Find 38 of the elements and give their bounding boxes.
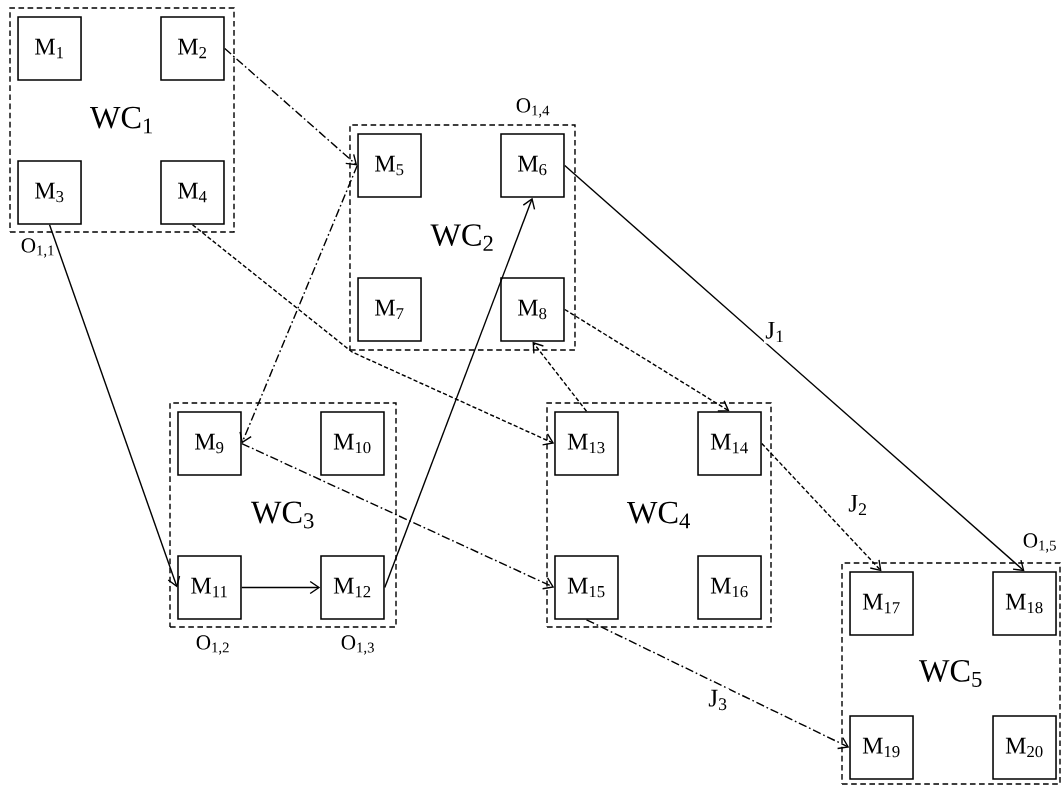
machine-box: M$_{2}$ bbox=[160, 16, 225, 81]
arrow bbox=[761, 442, 882, 572]
machine-box: M$_{6}$ bbox=[500, 133, 565, 198]
machine-box: M$_{1}$ bbox=[17, 16, 82, 81]
machine-box: M$_{5}$ bbox=[357, 133, 422, 198]
operation-label: O$_{1,4}$ bbox=[516, 98, 550, 118]
machine-box: M$_{18}$ bbox=[992, 571, 1057, 636]
edge-label: J$_{3}$ bbox=[706, 688, 730, 712]
arrow bbox=[239, 164, 358, 444]
machine-box: M$_{3}$ bbox=[17, 160, 82, 225]
arrow bbox=[241, 580, 321, 595]
machine-box: M$_{8}$ bbox=[500, 277, 565, 342]
arrow bbox=[564, 164, 1025, 572]
arrow bbox=[532, 341, 588, 412]
edge-label: J$_{2}$ bbox=[846, 493, 870, 517]
machine-box: M$_{11}$ bbox=[177, 555, 242, 620]
machine-box: M$_{15}$ bbox=[554, 555, 619, 620]
machine-box: M$_{20}$ bbox=[992, 715, 1057, 780]
machine-box: M$_{17}$ bbox=[849, 571, 914, 636]
machine-box: M$_{7}$ bbox=[357, 277, 422, 342]
machine-box: M$_{13}$ bbox=[554, 411, 619, 476]
operation-label: O$_{1,2}$ bbox=[196, 635, 229, 655]
machine-box: M$_{9}$ bbox=[177, 411, 242, 476]
arrow bbox=[48, 224, 181, 588]
arrow bbox=[224, 47, 358, 166]
arrow bbox=[585, 619, 850, 750]
operation-label: O$_{1,1}$ bbox=[21, 238, 54, 258]
operation-label: O$_{1,5}$ bbox=[1023, 533, 1056, 553]
machine-box: M$_{14}$ bbox=[697, 411, 762, 476]
machine-box: M$_{16}$ bbox=[697, 555, 762, 620]
machine-box: M$_{12}$ bbox=[320, 555, 385, 620]
edge-label: J$_{1}$ bbox=[763, 320, 787, 344]
arrow bbox=[191, 224, 555, 446]
machine-box: M$_{4}$ bbox=[160, 160, 225, 225]
operation-label: O$_{1,3}$ bbox=[341, 635, 374, 655]
arrow bbox=[241, 442, 555, 590]
machine-box: M$_{10}$ bbox=[320, 411, 385, 476]
machine-box: M$_{19}$ bbox=[849, 715, 914, 780]
